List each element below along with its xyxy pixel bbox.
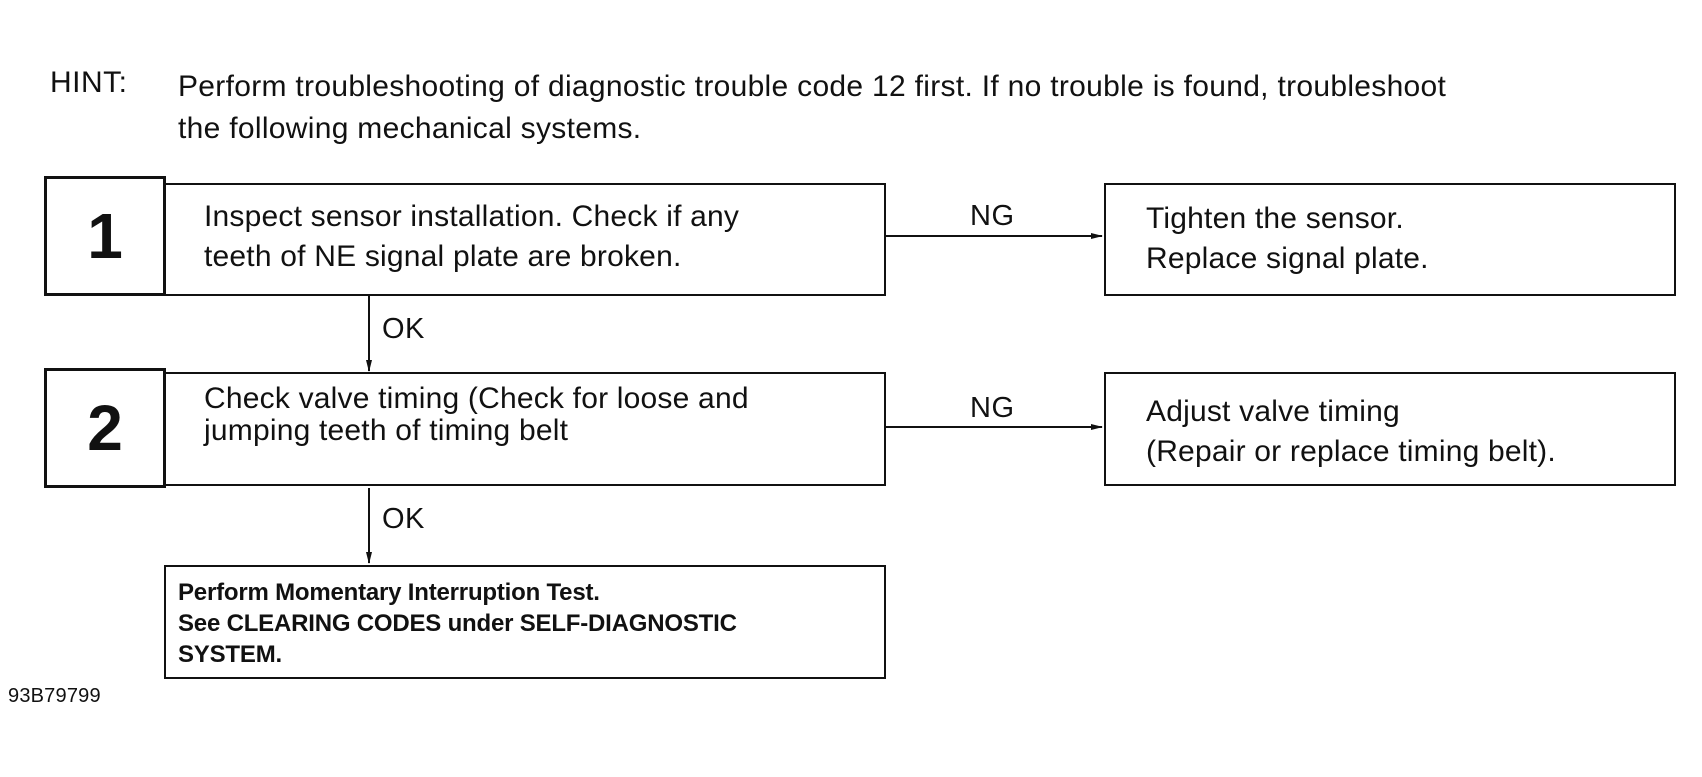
step-2-text-line-2: jumping teeth of timing belt [204, 414, 569, 447]
step-2-box: Check valve timing (Check for loose and … [164, 372, 886, 486]
step-2-text-line-1: Check valve timing (Check for loose and [204, 382, 749, 415]
step-1-number: 1 [44, 176, 166, 296]
step-1-ng-action-box: Tighten the sensor. Replace signal plate… [1104, 183, 1676, 296]
step-2-number: 2 [44, 368, 166, 488]
step-1-ng-label: NG [970, 200, 1015, 232]
step-1-box: Inspect sensor installation. Check if an… [164, 183, 886, 296]
step-2-ng-label: NG [970, 392, 1015, 424]
figure-id: 93B79799 [8, 685, 101, 707]
final-action-box: Perform Momentary Interruption Test. See… [164, 565, 886, 679]
step-2-ng-action-line-1: Adjust valve timing [1146, 395, 1400, 428]
final-line-3: SYSTEM. [178, 641, 282, 668]
step-2-ng-action-line-2: (Repair or replace timing belt). [1146, 435, 1556, 468]
step-1-text-line-1: Inspect sensor installation. Check if an… [204, 200, 740, 233]
step-2-ng-action-box: Adjust valve timing (Repair or replace t… [1104, 372, 1676, 486]
step-1-ok-label: OK [382, 313, 425, 345]
hint-text: Perform troubleshooting of diagnostic tr… [178, 66, 1688, 150]
step-1-text-line-2: teeth of NE signal plate are broken. [204, 240, 682, 273]
final-line-1: Perform Momentary Interruption Test. [178, 579, 600, 606]
step-1-ng-action-line-2: Replace signal plate. [1146, 242, 1429, 275]
hint-line-2: the following mechanical systems. [178, 112, 642, 145]
hint-label: HINT: [50, 66, 128, 99]
step-2-ok-label: OK [382, 503, 425, 535]
hint-line-1: Perform troubleshooting of diagnostic tr… [178, 70, 1447, 103]
final-line-2: See CLEARING CODES under SELF-DIAGNOSTIC [178, 610, 737, 637]
step-1-ng-action-line-1: Tighten the sensor. [1146, 202, 1404, 235]
